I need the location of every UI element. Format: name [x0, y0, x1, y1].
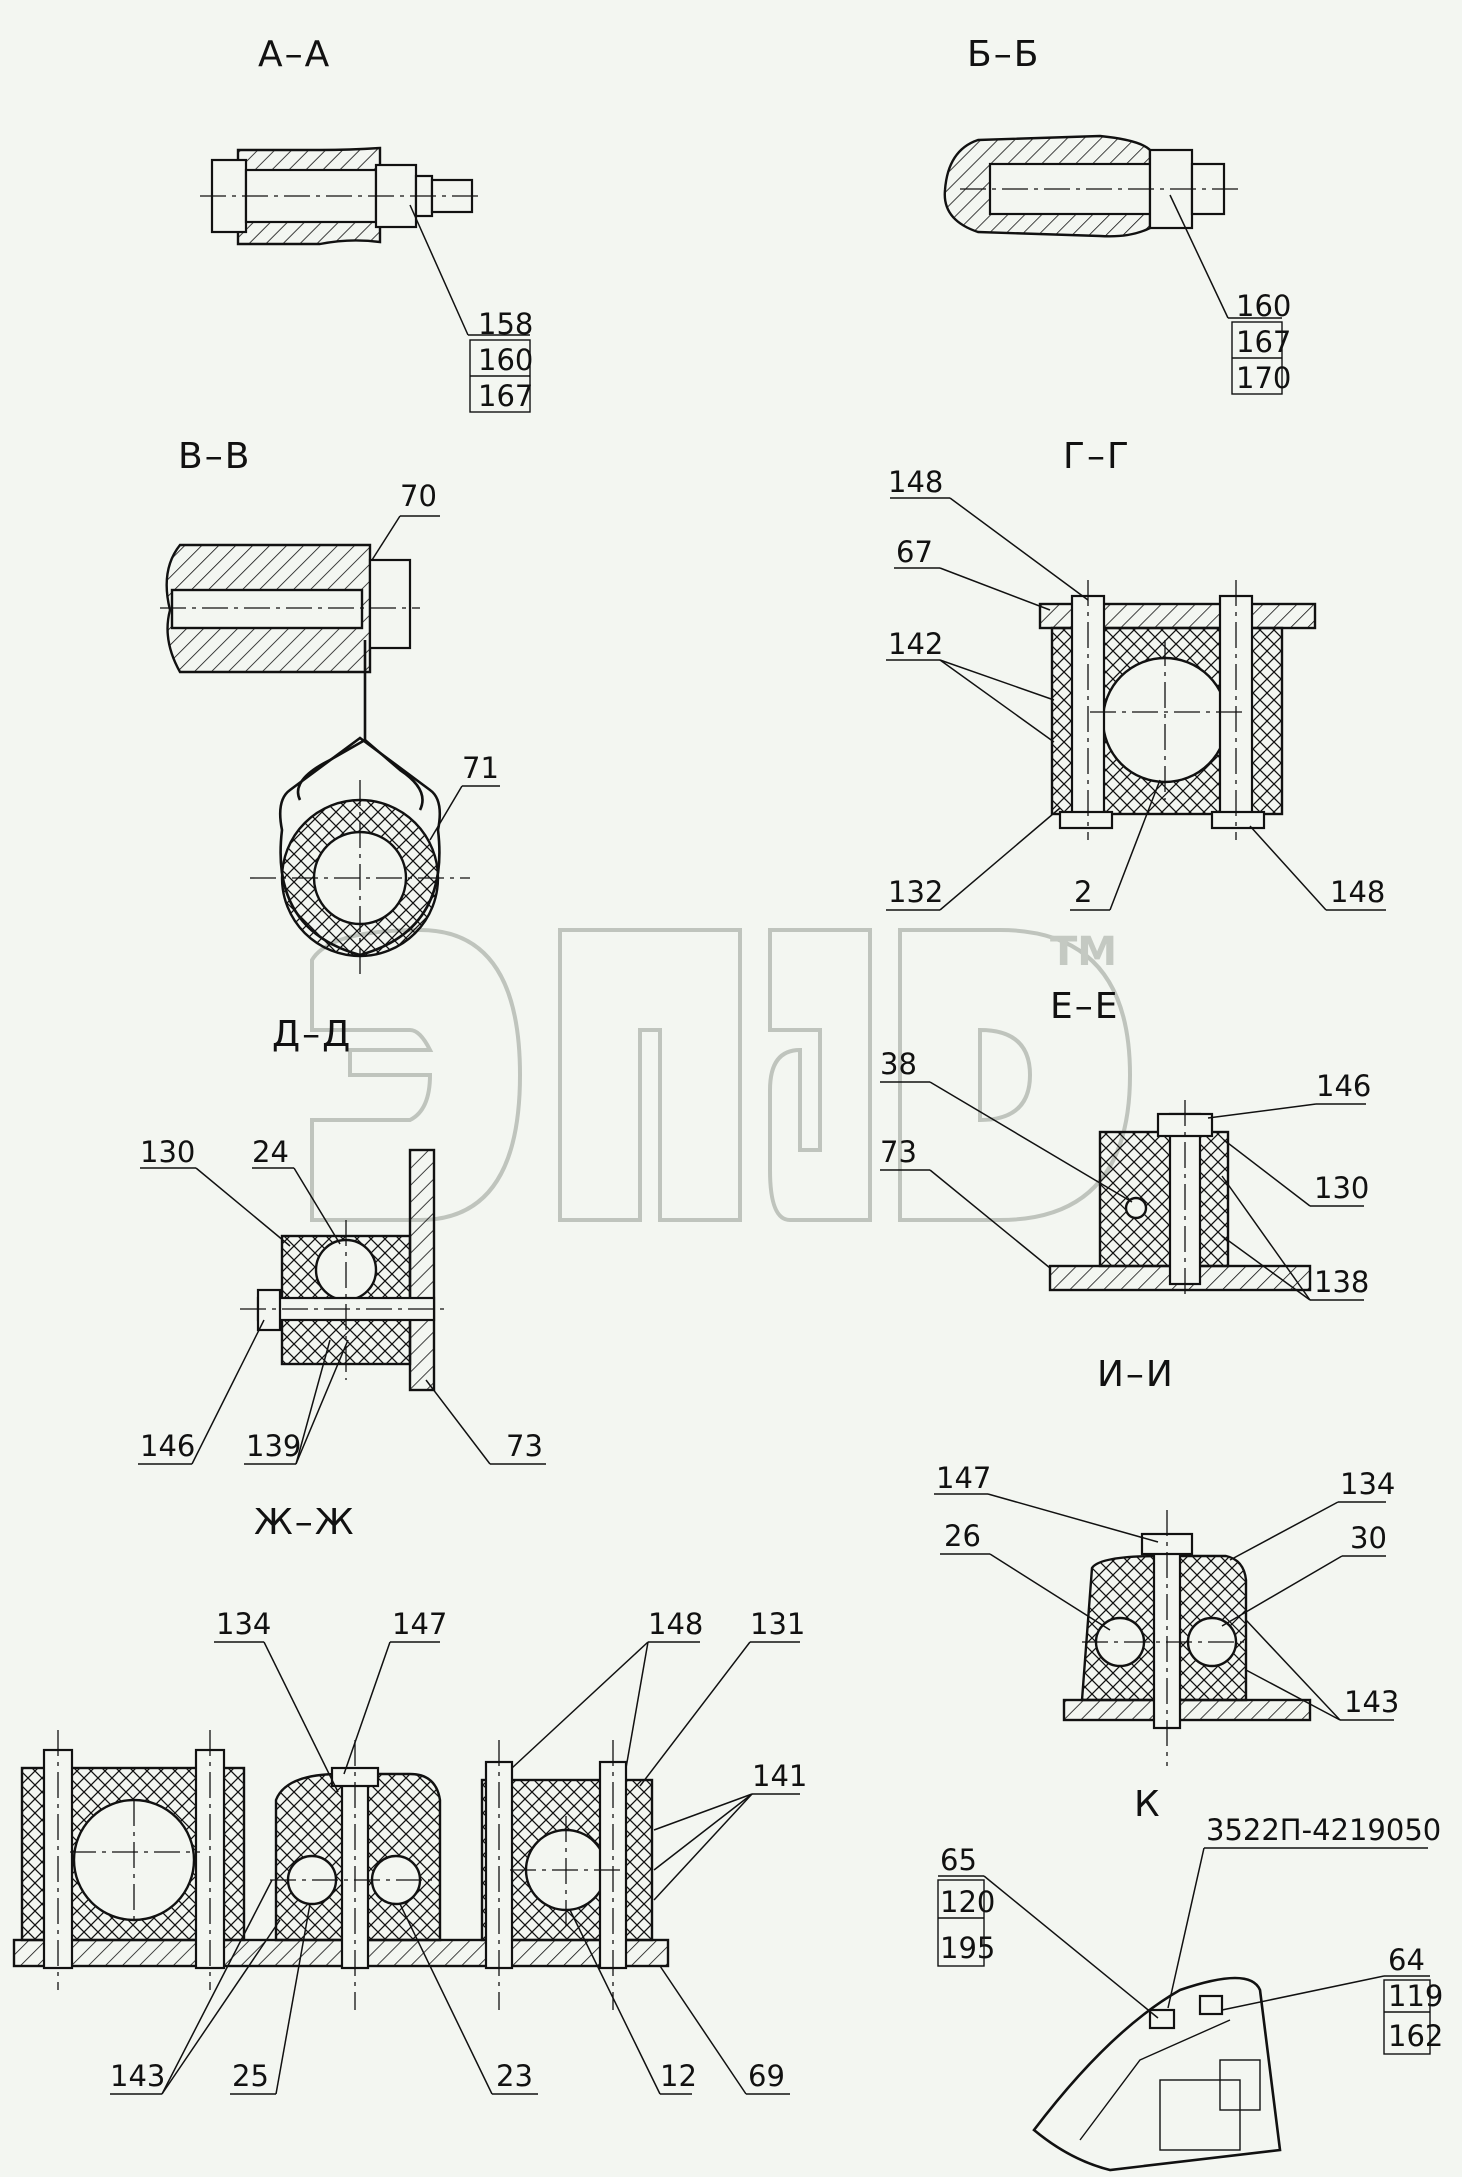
ii-label-30: 30: [1350, 1521, 1387, 1555]
ii-label-134: 134: [1340, 1467, 1395, 1501]
dd-label-130: 130: [140, 1135, 195, 1169]
ii-label-143: 143: [1344, 1685, 1399, 1719]
k-part-number: 3522П-4219050: [1206, 1813, 1441, 1847]
dd-label-139: 139: [246, 1429, 301, 1463]
view-k-title: К: [1134, 1784, 1162, 1825]
zhzh-label-23: 23: [496, 2059, 533, 2093]
section-aa-title: А–А: [258, 34, 331, 75]
zhzh-label-141: 141: [752, 1759, 807, 1793]
vv-label-71: 71: [462, 751, 499, 785]
k-right-1: 64: [1388, 1943, 1425, 1977]
section-gg: Г–Г 148 67 142 132 2 148: [886, 436, 1386, 911]
watermark-logo: ТМ: [310, 927, 1133, 1222]
section-vv-title: В–В: [178, 436, 251, 477]
aa-label-1: 158: [478, 307, 533, 341]
section-zhzh: Ж–Ж 134 147 148 131 141 143 25: [12, 1502, 807, 2095]
gg-label-132: 132: [888, 875, 943, 909]
ee-label-38: 38: [880, 1047, 917, 1081]
zhzh-label-25: 25: [232, 2059, 269, 2093]
section-ee: Е–Е 146 38 73 130 138: [880, 986, 1371, 1301]
zhzh-label-69: 69: [748, 2059, 785, 2093]
section-dd: Д–Д 130 24 146 139 73: [138, 1014, 546, 1465]
section-vv: В–В 70 71: [160, 436, 500, 980]
gg-label-148-bottom: 148: [1330, 875, 1385, 909]
section-ii: И–И 147 134 26 30 143: [934, 1354, 1399, 1766]
ee-label-130: 130: [1314, 1171, 1369, 1205]
section-ee-title: Е–Е: [1050, 986, 1120, 1027]
gg-label-67: 67: [896, 535, 933, 569]
gg-label-148-top: 148: [888, 465, 943, 499]
gg-label-142: 142: [888, 627, 943, 661]
gg-label-2: 2: [1074, 875, 1092, 909]
bb-label-3: 170: [1236, 361, 1291, 395]
ii-label-147: 147: [936, 1461, 991, 1495]
k-right-2: 119: [1388, 1979, 1443, 2013]
zhzh-label-12: 12: [660, 2059, 697, 2093]
watermark-tm: ТМ: [1050, 929, 1117, 975]
zhzh-label-148: 148: [648, 1607, 703, 1641]
section-gg-title: Г–Г: [1063, 436, 1131, 477]
section-bb: Б–Б 160 167 170: [943, 34, 1291, 395]
ee-label-73: 73: [880, 1135, 917, 1169]
section-bb-title: Б–Б: [967, 34, 1040, 75]
k-left-2: 120: [940, 1885, 995, 1919]
vv-label-70: 70: [400, 479, 437, 513]
section-ii-title: И–И: [1097, 1354, 1175, 1395]
dd-label-73: 73: [506, 1429, 543, 1463]
dd-label-146: 146: [140, 1429, 195, 1463]
ii-label-26: 26: [944, 1519, 981, 1553]
section-aa: А–А 158 160 167: [200, 34, 533, 413]
k-left-1: 65: [940, 1843, 977, 1877]
zhzh-label-143: 143: [110, 2059, 165, 2093]
bb-label-1: 160: [1236, 289, 1291, 323]
aa-label-3: 167: [478, 379, 533, 413]
view-k: К 3522П-4219050 65 120 195 64 119 162: [937, 1784, 1443, 2172]
bb-label-2: 167: [1236, 325, 1291, 359]
zhzh-label-131: 131: [750, 1607, 805, 1641]
ee-label-146: 146: [1316, 1069, 1371, 1103]
k-right-3: 162: [1388, 2019, 1443, 2053]
zhzh-label-134: 134: [216, 1607, 271, 1641]
k-left-3: 195: [940, 1931, 995, 1965]
dd-label-24: 24: [252, 1135, 289, 1169]
zhzh-label-147: 147: [392, 1607, 447, 1641]
section-dd-title: Д–Д: [272, 1014, 352, 1055]
aa-label-2: 160: [478, 343, 533, 377]
ee-label-138: 138: [1314, 1265, 1369, 1299]
section-zhzh-title: Ж–Ж: [254, 1502, 356, 1543]
